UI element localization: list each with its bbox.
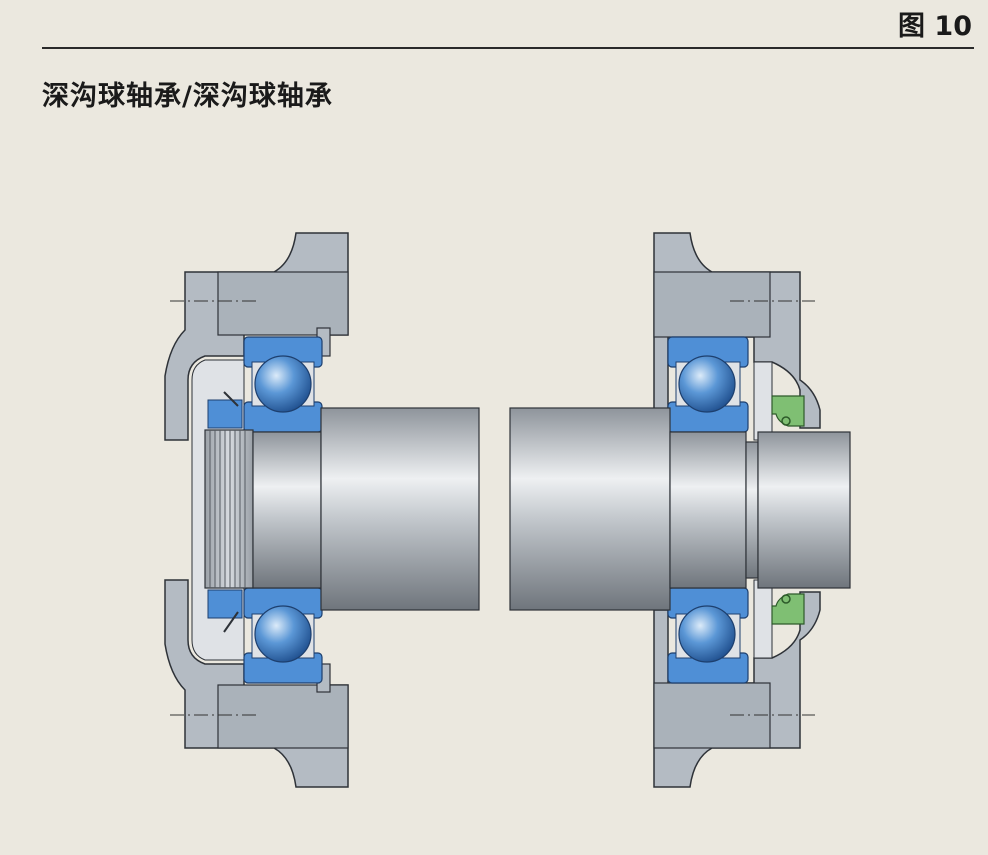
right-cover-inner-lower (753, 579, 773, 659)
left-flange-upper (217, 271, 349, 336)
left-shaft-journal (252, 431, 322, 589)
right-shaft-extension (757, 431, 851, 589)
header-rule (42, 47, 974, 49)
right-bearing-lower (667, 587, 749, 684)
right-shaft-journal (669, 431, 747, 589)
right-seal-spring-upper (781, 416, 791, 426)
right-main-shaft (509, 407, 671, 611)
right-seal-upper (771, 395, 805, 427)
left-flange-lower (217, 684, 349, 749)
right-flange-upper (653, 271, 771, 338)
right-shaft-shoulder (745, 441, 759, 579)
right-ball-lower (678, 605, 736, 663)
left-ball-lower (254, 605, 312, 663)
right-cover-inner-upper (753, 361, 773, 441)
right-bearing-arrangement (509, 232, 851, 788)
figure-number: 图 10 (898, 11, 972, 42)
left-bearing-upper (243, 336, 323, 433)
right-seal-spring-lower (781, 594, 791, 604)
figure-title: 深沟球轴承/深沟球轴承 (42, 81, 333, 112)
right-bearing-upper (667, 336, 749, 433)
left-bearing-arrangement (164, 232, 480, 788)
right-flange-lower (653, 682, 771, 749)
left-lock-tab-upper (223, 391, 239, 407)
left-lock-tab-lower (223, 611, 239, 633)
left-ball-upper (254, 355, 312, 413)
right-seal-lower (771, 593, 805, 625)
left-bearing-lower (243, 587, 323, 684)
left-main-shaft (320, 407, 480, 611)
right-ball-upper (678, 355, 736, 413)
left-shaft-thread (204, 429, 254, 589)
